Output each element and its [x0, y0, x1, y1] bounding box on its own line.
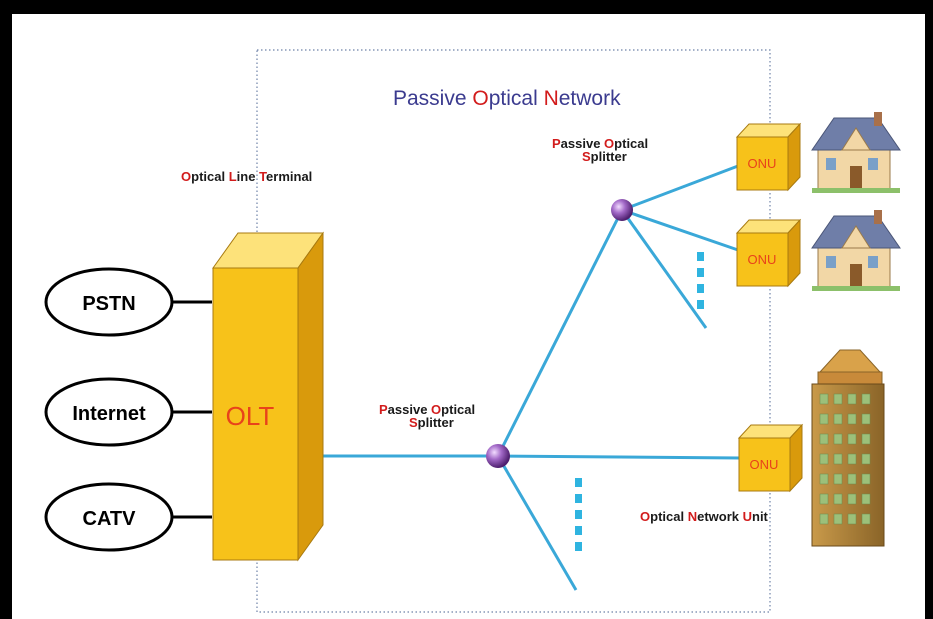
internet-label: Internet [72, 403, 146, 425]
pstn-label: PSTN [82, 293, 135, 315]
onu-box-1: ONU [735, 122, 802, 192]
onu-box-3: ONU [737, 423, 804, 493]
splitter-main [486, 444, 510, 468]
splitter-top-label: Passive Optical Splitter [552, 136, 652, 164]
onu-label: ONU [748, 156, 777, 171]
continuation-dots [575, 252, 704, 551]
catv-label: CATV [83, 508, 137, 530]
splitter-secondary [611, 199, 633, 221]
source-internet: Internet [44, 377, 174, 447]
pon-boundary [256, 49, 771, 613]
source-catv: CATV [44, 482, 174, 552]
source-pstn: PSTN [44, 267, 174, 337]
olt-label: OLT [226, 401, 275, 431]
fiber-lines [316, 164, 741, 591]
onu-heading: Optical Network Unit [640, 509, 769, 524]
splitter-mid-label: Passive Optical Splitter [379, 402, 479, 430]
house-icon [811, 112, 901, 193]
onu-box-2: ONU [735, 218, 802, 288]
onu-label: ONU [748, 252, 777, 267]
house-icon [811, 210, 901, 291]
onu-label: ONU [750, 457, 779, 472]
olt-heading: Optical Line Terminal [181, 169, 312, 184]
office-building-icon [811, 349, 885, 547]
pon-title: Passive Optical Network [393, 87, 621, 110]
olt-box: OLT [212, 231, 324, 562]
